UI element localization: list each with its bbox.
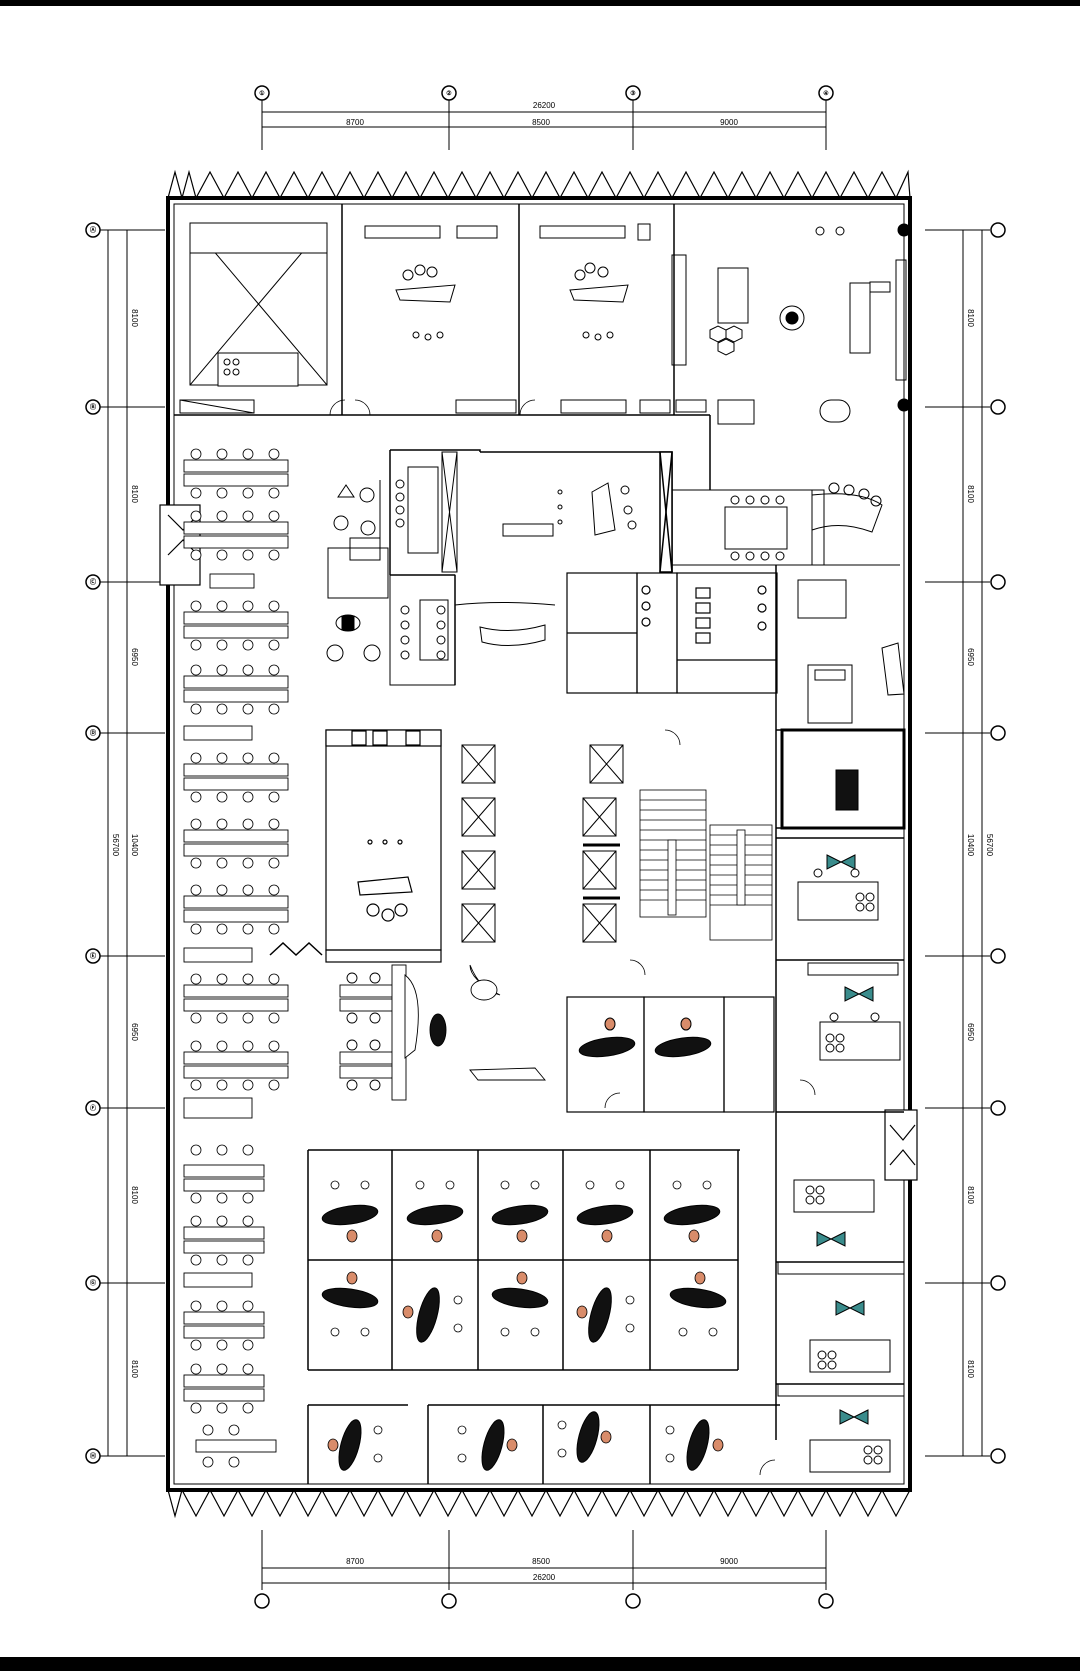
left-workstations — [183, 459, 289, 1453]
dim-top-total: 26200 — [533, 101, 556, 110]
top-frame-band — [0, 0, 1080, 6]
meeting-room-right-3 — [777, 1179, 905, 1275]
break-line-symbol — [269, 941, 323, 957]
elevators — [461, 744, 624, 943]
office-grid-chairs — [327, 1229, 724, 1452]
bedroom-suite — [780, 579, 906, 830]
left-workstation-chairs — [190, 448, 280, 1468]
dimension-left — [100, 229, 165, 1457]
stairwells — [639, 789, 773, 941]
meeting-room-right-5 — [809, 1409, 891, 1473]
boardroom-wall — [389, 449, 673, 685]
dim-right-span-1: 8100 — [966, 309, 975, 327]
dim-left-span-7: 8100 — [130, 1360, 139, 1378]
grid-marker-col-1: ① — [259, 90, 265, 97]
grid-markers-bottom — [254, 1593, 834, 1609]
dim-bottom-total: 26200 — [533, 1573, 556, 1582]
grid-markers-left — [85, 222, 101, 1464]
grid-markers-top — [254, 85, 834, 101]
dimension-bottom — [261, 1530, 827, 1590]
door-swings — [329, 399, 816, 1476]
grid-markers-right — [990, 222, 1006, 1464]
dim-left-span-6: 8100 — [130, 1186, 139, 1204]
meeting-room-2 — [364, 225, 517, 414]
meeting-room-right-2 — [807, 962, 901, 1061]
side-entrance-right — [884, 1109, 918, 1181]
dim-top-span-1: 8700 — [346, 118, 364, 127]
office-grid-visitor-chairs — [330, 1180, 718, 1463]
grid-marker-col-3: ③ — [630, 90, 636, 97]
dim-bottom-span-1: 8700 — [346, 1557, 364, 1566]
boardroom — [502, 482, 637, 537]
grid-marker-row-1: Ⓐ — [90, 226, 96, 234]
grid-marker-col-4: ④ — [823, 90, 829, 97]
wc-core — [566, 572, 778, 694]
dim-right-span-2: 8100 — [966, 485, 975, 503]
small-meeting-room — [389, 574, 456, 686]
dim-right-total: 56700 — [985, 834, 994, 857]
dim-left-span-3: 6950 — [130, 648, 139, 666]
dim-left-span-4: 10400 — [130, 834, 139, 857]
dim-right-span-4: 10400 — [966, 834, 975, 857]
office-grid-desks — [321, 1204, 727, 1471]
meeting-room-right-1 — [797, 854, 879, 921]
executive-suite — [671, 223, 911, 425]
dining-room — [672, 482, 900, 566]
center-workstations — [339, 964, 546, 1101]
reception-curve — [454, 602, 556, 647]
grid-marker-row-6: Ⓕ — [90, 1104, 96, 1112]
grid-marker-col-2: ② — [446, 90, 452, 97]
dim-bottom-span-2: 8500 — [532, 1557, 550, 1566]
dim-right-span-6: 8100 — [966, 1186, 975, 1204]
private-office-desks — [578, 1017, 712, 1058]
office-grid-walls — [307, 1149, 780, 1484]
meeting-room-3 — [539, 223, 671, 414]
dimension-top — [261, 100, 827, 150]
dim-right-span-5: 6950 — [966, 1023, 975, 1041]
dim-top-span-3: 9000 — [720, 118, 738, 127]
dim-left-span-5: 6950 — [130, 1023, 139, 1041]
meeting-room-right-4 — [777, 1300, 905, 1397]
dim-left-span-2: 8100 — [130, 485, 139, 503]
grid-marker-row-4: Ⓓ — [90, 729, 96, 737]
dim-top-span-2: 8500 — [532, 118, 550, 127]
grid-marker-row-5: Ⓔ — [90, 952, 96, 960]
dimension-right — [925, 229, 990, 1457]
central-lounge — [326, 451, 458, 662]
dim-left-total: 56700 — [111, 834, 120, 857]
dim-bottom-span-3: 9000 — [720, 1557, 738, 1566]
bottom-frame-band — [0, 1657, 1080, 1671]
dim-right-span-3: 6950 — [966, 648, 975, 666]
top-room-walls — [174, 204, 711, 490]
facade-sawtooth-top — [167, 169, 911, 201]
grid-marker-row-3: Ⓒ — [90, 578, 96, 586]
open-meeting-area — [325, 729, 442, 963]
meeting-room-1 — [179, 222, 328, 414]
outer-walls — [166, 196, 912, 1492]
dim-right-span-7: 8100 — [966, 1360, 975, 1378]
dim-left-span-1: 8100 — [130, 309, 139, 327]
facade-sawtooth-bottom — [167, 1488, 911, 1519]
grid-marker-row-7: Ⓖ — [90, 1279, 96, 1287]
grid-marker-row-2: Ⓑ — [90, 403, 96, 411]
grid-marker-row-8: Ⓗ — [90, 1452, 96, 1460]
private-offices-row-1 — [566, 996, 775, 1113]
